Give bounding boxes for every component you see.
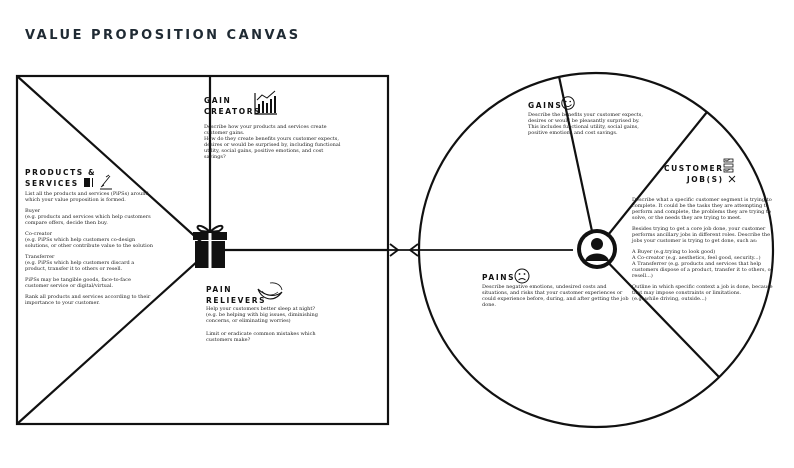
text-line: How do they create benefits yours custom… [204, 136, 341, 160]
gift-icon [193, 224, 227, 268]
text-line: (e.g. products and services which help c… [25, 214, 151, 226]
text-line: A Transferrer (e.g. products and service… [632, 261, 774, 279]
text-line: (e.g. PiPSs which help customers co-desi… [25, 237, 153, 249]
pain-relievers-text: Help your customers better sleep at nigh… [206, 306, 338, 348]
pains-heading: PAINS [482, 273, 516, 282]
text-line: Buyer [25, 208, 41, 214]
pen-icon [100, 174, 112, 190]
products-services-text: List all the products and services (PiPS… [25, 191, 153, 311]
value-map-diagonal [16, 75, 211, 251]
products-icon [84, 178, 93, 187]
gain-creators-text: Describe how your products and services … [204, 124, 346, 165]
text-line: Describe what a specific customer segmen… [632, 197, 772, 221]
text-line: A Co-creator (e.g. aesthetics, feel good… [632, 255, 761, 261]
pains-text: Describe negative emotions, undesired co… [482, 284, 630, 313]
text-line: List all the products and services (PiPS… [25, 191, 149, 203]
text-line: Transferrer [25, 254, 55, 260]
page-title: VALUE PROPOSITION CANVAS [25, 28, 301, 43]
customer-jobs-heading: CUSTOMER JOB(S) [664, 164, 724, 184]
text-line: PiPSs may be tangible goods, face-to-fac… [25, 277, 131, 289]
text-line: Describe the benefits your customer expe… [528, 112, 643, 124]
pill-icon [257, 282, 283, 300]
text-line: Co-creator [25, 231, 53, 237]
growth-chart-icon [254, 90, 277, 115]
profile-divider-top [557, 76, 598, 251]
text-line: (e.g. PiPSs which help customers discard… [25, 260, 135, 272]
customer-icon [577, 229, 617, 269]
profile-divider-bottom [595, 249, 720, 378]
text-line: Besides trying to get a core job done, y… [632, 226, 771, 244]
products-services-heading: PRODUCTS & SERVICES [25, 168, 97, 188]
checklist-icon [723, 158, 736, 183]
text-line: Outline in which specific context a job … [632, 284, 773, 296]
value-map-diagonal-lower [16, 249, 211, 425]
text-line: Help your customers better sleep at nigh… [206, 306, 316, 312]
gain-creators-heading: GAIN CREATORS [204, 96, 262, 116]
smiley-icon [561, 96, 575, 110]
customer-jobs-text: Describe what a specific customer segmen… [632, 197, 774, 307]
text-line: Rank all products and services according… [25, 294, 151, 306]
text-line: (e.g. be helping with big issues, dimini… [206, 312, 318, 324]
text-line: Describe how your products and services … [204, 124, 327, 136]
text-line: (e.g. while driving, outside...) [632, 296, 707, 302]
profile-divider-right [595, 111, 708, 251]
text-line: Describe negative emotions, undesired co… [482, 284, 629, 308]
pain-relievers-heading: PAIN RELIEVERS [206, 285, 267, 305]
text-line: This includes functional utility, social… [528, 124, 639, 136]
gains-text: Describe the benefits your customer expe… [528, 112, 654, 141]
double-arrow-icon [233, 243, 573, 257]
text-line: Limit or eradicate common mistakes which… [206, 331, 316, 343]
text-line: A Buyer (e.g.trying to look good) [632, 249, 716, 255]
sad-face-icon [514, 268, 530, 284]
gains-heading: GAINS [528, 101, 563, 110]
